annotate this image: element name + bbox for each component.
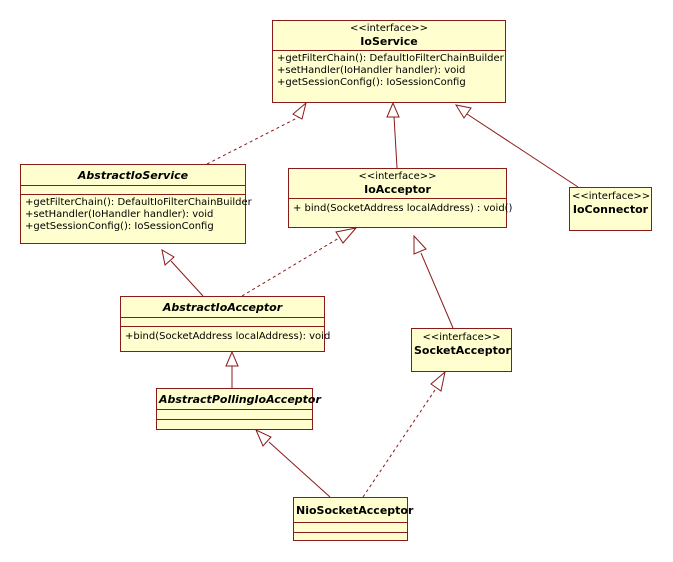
realization-abstractioservice-ioservice	[206, 115, 302, 165]
operation: +getSessionConfig(): IoSessionConfig	[25, 221, 214, 232]
realization-niosocketacceptor-socketacceptor	[362, 386, 438, 498]
attributes-compartment	[21, 186, 245, 195]
class-name: IoAcceptor	[364, 183, 431, 196]
class-name: NioSocketAcceptor	[296, 504, 414, 517]
operation: +getSessionConfig(): IoSessionConfig	[277, 77, 466, 88]
attributes-compartment	[294, 523, 407, 533]
generalization-abstractioacceptor-abstractioservice	[170, 260, 204, 297]
class-header: AbstractPollingIoAcceptor	[157, 389, 321, 410]
class-name: AbstractIoAcceptor	[162, 301, 283, 314]
class-header: AbstractIoService	[21, 165, 245, 186]
generalization-arrowhead	[255, 428, 272, 447]
class-name: IoService	[360, 35, 418, 48]
operation: +setHandler(IoHandler handler): void	[277, 65, 466, 76]
operations-compartment: +getFilterChain(): DefaultIoFilterChainB…	[273, 51, 505, 91]
class-niosocketacceptor[interactable]: NioSocketAcceptor	[293, 497, 414, 541]
generalization-arrowhead	[225, 350, 239, 367]
generalization-ioacceptor-ioservice	[393, 115, 398, 169]
stereotype-label: <<interface>>	[358, 171, 437, 182]
generalization-ioconnector-ioservice	[466, 113, 579, 188]
stereotype-label: <<interface>>	[422, 332, 501, 343]
stereotype-label: <<interface>>	[572, 191, 651, 202]
class-ioservice[interactable]: <<interface>> IoService +getFilterChain(…	[272, 20, 506, 103]
class-abstractioacceptor[interactable]: AbstractIoAcceptor +bind(SocketAddress l…	[120, 296, 331, 352]
class-header: <<interface>> IoAcceptor	[289, 169, 506, 199]
class-header: <<interface>> SocketAcceptor	[412, 329, 511, 359]
generalization-arrowhead	[386, 101, 400, 118]
realization-arrowhead	[430, 370, 446, 392]
operation: + bind(SocketAddress localAddress) : voi…	[293, 203, 513, 214]
operation: +getFilterChain(): DefaultIoFilterChainB…	[25, 197, 252, 208]
class-socketacceptor[interactable]: <<interface>> SocketAcceptor	[411, 328, 512, 372]
class-ioconnector[interactable]: <<interface>> IoConnector	[569, 187, 652, 231]
generalization-niosocketacceptor-abstractpolling	[268, 441, 331, 498]
realization-abstractioacceptor-ioacceptor	[241, 237, 340, 297]
class-name: IoConnector	[572, 203, 649, 216]
operation: +setHandler(IoHandler handler): void	[25, 209, 214, 220]
realization-arrowhead	[292, 101, 307, 120]
generalization-arrowhead	[161, 249, 175, 266]
class-abstractpollingioacceptor[interactable]: AbstractPollingIoAcceptor	[156, 388, 321, 430]
generalization-arrowhead	[413, 234, 427, 255]
operations-compartment: + bind(SocketAddress localAddress) : voi…	[289, 199, 513, 217]
class-abstractioservice[interactable]: AbstractIoService +getFilterChain(): Def…	[20, 164, 252, 244]
stereotype-label: <<interface>>	[349, 23, 429, 34]
class-name: SocketAcceptor	[414, 344, 511, 357]
class-name: AbstractPollingIoAcceptor	[159, 393, 321, 406]
operations-compartment: +bind(SocketAddress localAddress): void	[121, 327, 331, 345]
realization-arrowhead	[335, 227, 358, 244]
attributes-compartment	[157, 410, 312, 420]
class-name: AbstractIoService	[77, 169, 189, 182]
class-header: AbstractIoAcceptor	[121, 297, 324, 318]
generalization-arrowhead	[454, 104, 472, 119]
operation: +bind(SocketAddress localAddress): void	[125, 331, 331, 342]
class-header: <<interface>> IoService	[273, 21, 505, 51]
class-ioacceptor[interactable]: <<interface>> IoAcceptor + bind(SocketAd…	[288, 168, 513, 228]
class-header: <<interface>> IoConnector	[570, 188, 651, 218]
attributes-compartment	[121, 318, 324, 327]
class-header: NioSocketAcceptor	[294, 498, 414, 523]
operation: +getFilterChain(): DefaultIoFilterChainB…	[277, 53, 504, 64]
operations-compartment: +getFilterChain(): DefaultIoFilterChainB…	[21, 195, 252, 235]
generalization-socketacceptor-ioacceptor	[420, 252, 454, 329]
